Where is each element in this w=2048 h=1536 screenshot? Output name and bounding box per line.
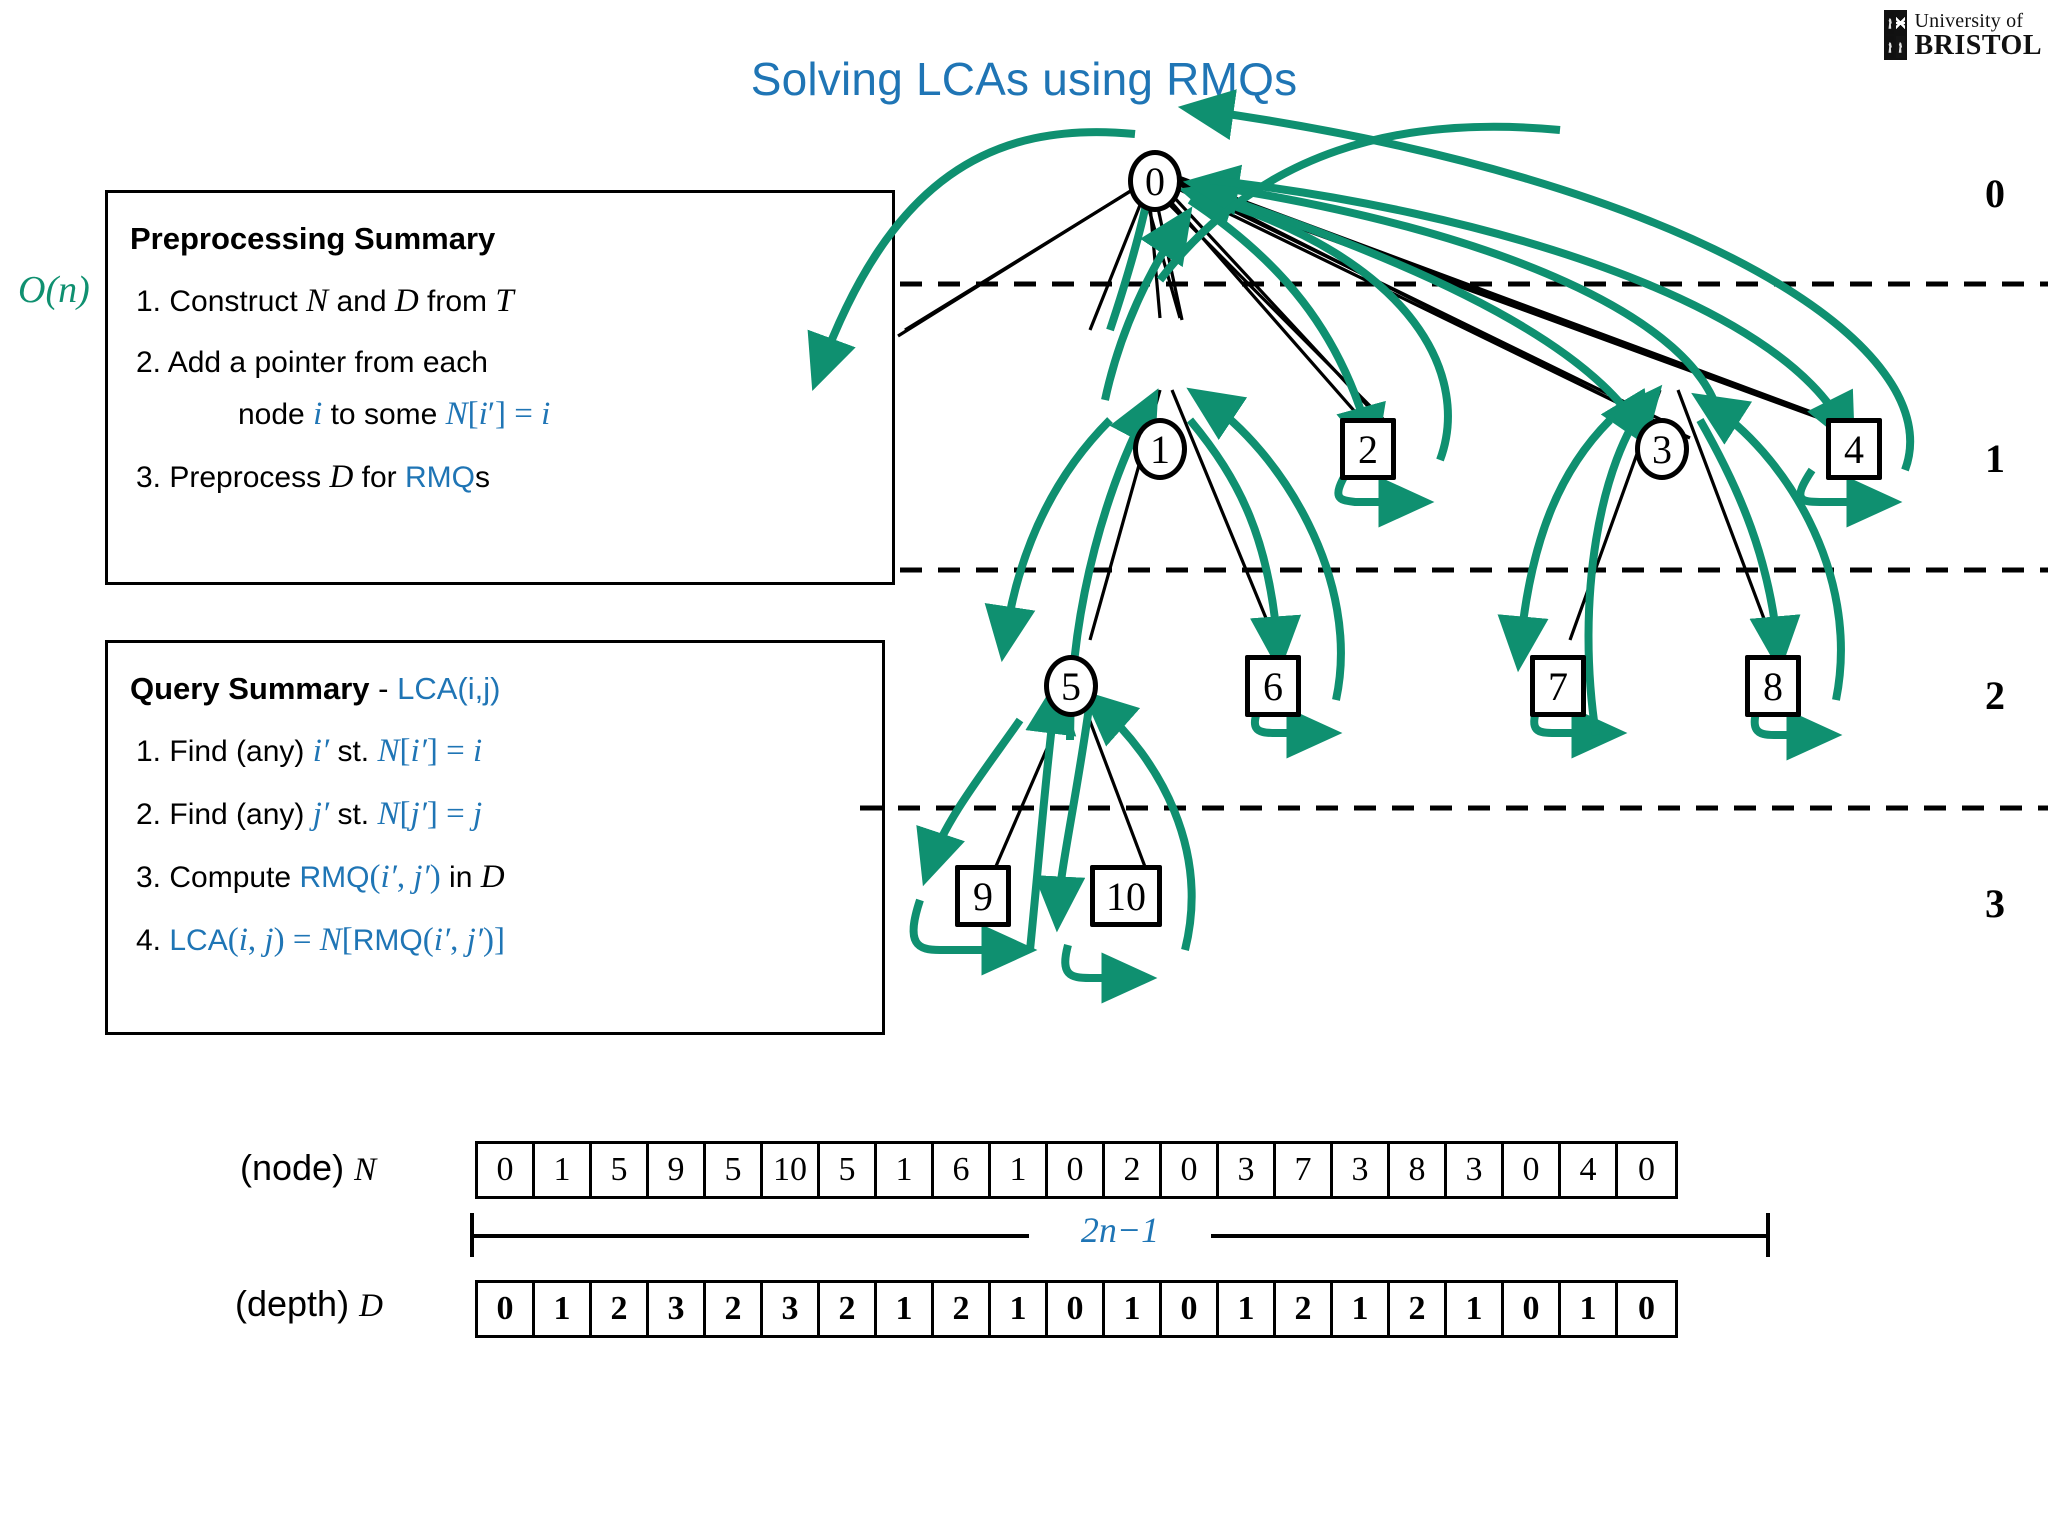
depth-array-cell-0: 0 [478, 1283, 535, 1335]
preprocessing-step-3: 3. Preprocess D for RMQs [136, 459, 490, 495]
node-array-cell-3: 9 [649, 1144, 706, 1196]
query-step-3: 3. Compute RMQ(i′, j′) in D [136, 859, 505, 895]
query-heading-accent: LCA(i,j) [397, 671, 501, 706]
depth-array-cell-3: 3 [649, 1283, 706, 1335]
node-array-cell-19: 4 [1561, 1144, 1618, 1196]
node-array-cell-13: 3 [1219, 1144, 1276, 1196]
query-summary-panel: Query Summary - LCA(i,j) 1. Find (any) i… [105, 640, 885, 1035]
tree-node-0[interactable]: 0 [1128, 150, 1182, 212]
tree-node-8[interactable]: 8 [1745, 655, 1801, 717]
preprocessing-step-2-cont: node i to some N[i′] = i [238, 396, 551, 432]
step-number: 2. [136, 346, 162, 379]
step-number: 2. [136, 798, 162, 831]
node-array-prefix: (node) [240, 1147, 345, 1188]
depth-array-cell-18: 0 [1504, 1283, 1561, 1335]
step-number: 1. [136, 735, 162, 768]
node-array-cell-18: 0 [1504, 1144, 1561, 1196]
depth-label-2: 2 [1985, 673, 2005, 718]
depth-array-cell-13: 1 [1219, 1283, 1276, 1335]
node-array-cell-9: 1 [991, 1144, 1048, 1196]
depth-array-cell-16: 2 [1390, 1283, 1447, 1335]
depth-array-cell-11: 1 [1105, 1283, 1162, 1335]
node-array-cell-0: 0 [478, 1144, 535, 1196]
query-step-2: 2. Find (any) j′ st. N[j′] = j [136, 796, 483, 832]
depth-array-cell-9: 1 [991, 1283, 1048, 1335]
tree-node-1[interactable]: 1 [1133, 418, 1187, 480]
depth-array-cell-1: 1 [535, 1283, 592, 1335]
depth-array-cell-14: 2 [1276, 1283, 1333, 1335]
depth-label-0: 0 [1985, 171, 2005, 216]
bristol-crest-icon [1884, 10, 1907, 60]
node-array-cell-4: 5 [706, 1144, 763, 1196]
node-array-cell-14: 7 [1276, 1144, 1333, 1196]
depth-array-cell-20: 0 [1638, 1290, 1655, 1327]
step-number: 1. [136, 285, 162, 318]
node-array-cell-11: 2 [1105, 1144, 1162, 1196]
preprocessing-summary-panel: Preprocessing Summary 1. Construct N and… [105, 190, 895, 585]
node-array-cell-5: 10 [763, 1144, 820, 1196]
preprocessing-heading: Preprocessing Summary [130, 221, 496, 256]
preprocessing-step-1: 1. Construct N and D from T [136, 283, 514, 319]
node-array-cell-6: 5 [820, 1144, 877, 1196]
depth-array-cell-6: 2 [820, 1283, 877, 1335]
node-array-cell-15: 3 [1333, 1144, 1390, 1196]
node-array-cell-20: 0 [1638, 1151, 1655, 1188]
depth-array-label: (depth) D [235, 1283, 383, 1325]
span-2n-1: 2n−1 [470, 1210, 1770, 1259]
node-array-cell-12: 0 [1162, 1144, 1219, 1196]
tree-node-7[interactable]: 7 [1530, 655, 1586, 717]
step-number: 4. [136, 924, 162, 957]
preprocessing-step-2: 2. Add a pointer from each [136, 346, 488, 379]
depth-array-symbol: D [359, 1288, 383, 1324]
depth-array-cell-10: 0 [1048, 1283, 1105, 1335]
query-heading-text: Query Summary [130, 671, 370, 706]
depth-array-cell-12: 0 [1162, 1283, 1219, 1335]
node-array-cell-10: 0 [1048, 1144, 1105, 1196]
node-array-cell-17: 3 [1447, 1144, 1504, 1196]
query-step-1: 1. Find (any) i′ st. N[i′] = i [136, 733, 483, 769]
depth-array-prefix: (depth) [235, 1283, 350, 1324]
university-logo: University of BRISTOL [1884, 6, 2042, 64]
step-number: 3. [136, 461, 162, 494]
depth-label-3: 3 [1985, 881, 2005, 926]
node-array-cell-1: 1 [535, 1144, 592, 1196]
depth-array-cell-15: 1 [1333, 1283, 1390, 1335]
node-array-symbol: N [354, 1152, 377, 1188]
complexity-annotation: O(n) [18, 269, 90, 311]
node-array-cell-2: 5 [592, 1144, 649, 1196]
depth-array-cell-8: 2 [934, 1283, 991, 1335]
query-step-4: 4. LCA(i, j) = N[RMQ(i′, j′)] [136, 922, 505, 958]
depth-array-cell-4: 2 [706, 1283, 763, 1335]
query-heading: Query Summary - LCA(i,j) [130, 671, 882, 707]
query-heading-dash: - [378, 671, 389, 706]
depth-array-cell-5: 3 [763, 1283, 820, 1335]
euler-tour-tree-diagram [807, 89, 2048, 1004]
depth-array-cell-2: 2 [592, 1283, 649, 1335]
logo-wordmark: University of BRISTOL [1915, 11, 2043, 60]
step-number: 3. [136, 861, 162, 894]
tree-node-3[interactable]: 3 [1635, 418, 1689, 480]
euler-tour-arrows [807, 89, 1915, 1004]
tree-node-6[interactable]: 6 [1245, 655, 1301, 717]
tree-edges [897, 174, 1877, 881]
tree-node-4[interactable]: 4 [1826, 418, 1882, 480]
tree-node-5[interactable]: 5 [1044, 655, 1098, 717]
depth-array-cell-19: 1 [1561, 1283, 1618, 1335]
tree-node-10[interactable]: 10 [1090, 865, 1162, 927]
logo-line-1: University of [1914, 9, 2024, 32]
node-array-label: (node) N [240, 1147, 376, 1189]
depth-array-cell-17: 1 [1447, 1283, 1504, 1335]
logo-line-2: BRISTOL [1914, 29, 2042, 61]
depth-divider-lines [860, 281, 2048, 811]
tree-node-9[interactable]: 9 [955, 865, 1011, 927]
depth-label-1: 1 [1985, 436, 2005, 481]
node-array-cell-16: 8 [1390, 1144, 1447, 1196]
span-2n-1-label: 2n−1 [1080, 1210, 1160, 1250]
node-array-cell-7: 1 [877, 1144, 934, 1196]
node-array-cell-8: 6 [934, 1144, 991, 1196]
tree-node-2[interactable]: 2 [1340, 418, 1396, 480]
depth-array-cell-7: 1 [877, 1283, 934, 1335]
